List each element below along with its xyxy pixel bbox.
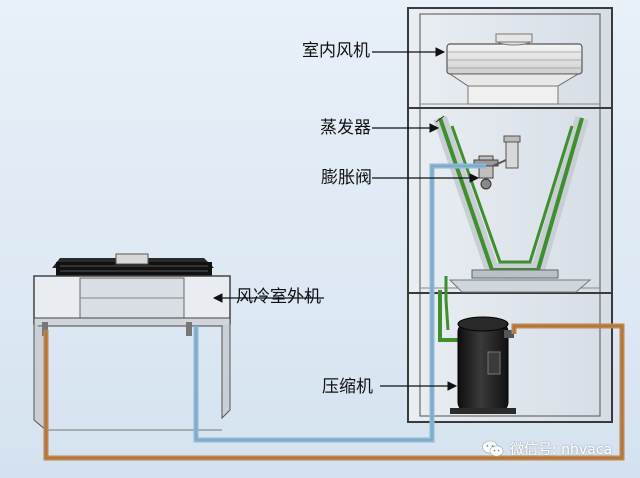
- watermark: 微信号: nhvaca: [482, 439, 612, 459]
- label-air-cooled-outdoor-unit: 风冷室外机: [236, 287, 321, 307]
- label-evaporator: 蒸发器: [320, 118, 371, 138]
- wechat-icon: [482, 440, 504, 457]
- leader-arrows: [212, 47, 480, 391]
- watermark-text: 微信号: nhvaca: [510, 442, 613, 458]
- label-expansion-valve: 膨胀阀: [321, 168, 372, 188]
- compressor-graphic: [450, 316, 516, 414]
- label-compressor: 压缩机: [322, 377, 373, 397]
- outdoor-unit-graphic: [33, 253, 231, 432]
- indoor-fan-graphic: [446, 33, 583, 105]
- label-indoor-fan: 室内风机: [302, 41, 370, 61]
- evaporator-coil: [433, 115, 592, 293]
